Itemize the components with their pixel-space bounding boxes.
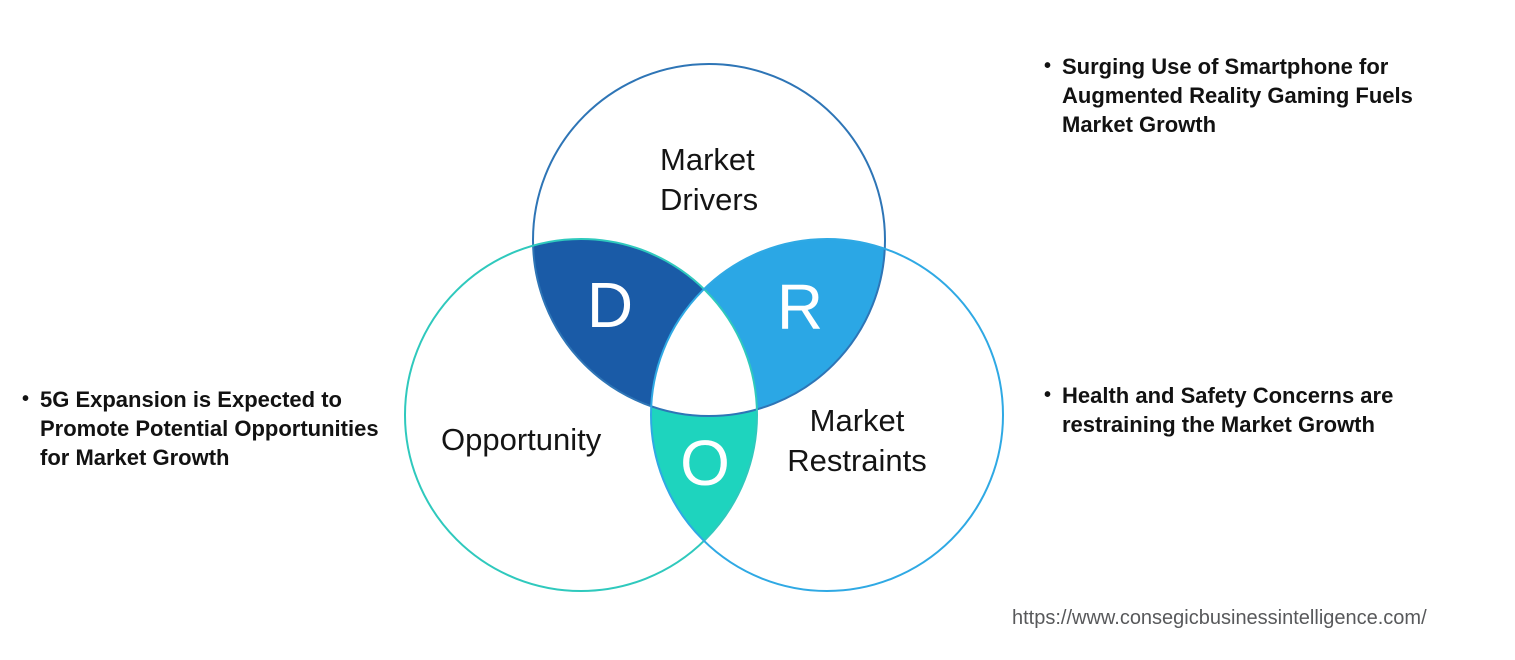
circle-opportunity xyxy=(404,238,758,592)
note-text: 5G Expansion is Expected to Promote Pote… xyxy=(40,387,379,470)
bullet-icon: • xyxy=(1044,55,1052,77)
bullet-icon: • xyxy=(22,388,30,410)
letter-r: R xyxy=(777,271,823,343)
note-text: Health and Safety Concerns are restraini… xyxy=(1062,383,1394,437)
circle-market-restraints xyxy=(650,238,1004,592)
label-opportunity: Opportunity xyxy=(441,422,602,457)
letter-o: O xyxy=(680,427,730,499)
note-5g-expansion: • 5G Expansion is Expected to Promote Po… xyxy=(22,385,422,472)
label-market-restraints: Market Restraints xyxy=(787,403,927,478)
label-market-drivers: Market Drivers xyxy=(660,142,759,217)
letter-d: D xyxy=(587,269,633,341)
note-health-safety: • Health and Safety Concerns are restrai… xyxy=(1044,381,1464,439)
note-text: Surging Use of Smartphone for Augmented … xyxy=(1062,54,1413,137)
bullet-icon: • xyxy=(1044,384,1052,406)
circle-market-drivers xyxy=(532,63,886,417)
source-url: https://www.consegicbusinessintelligence… xyxy=(1012,607,1427,629)
note-smartphone-ar-gaming: • Surging Use of Smartphone for Augmente… xyxy=(1044,52,1464,139)
